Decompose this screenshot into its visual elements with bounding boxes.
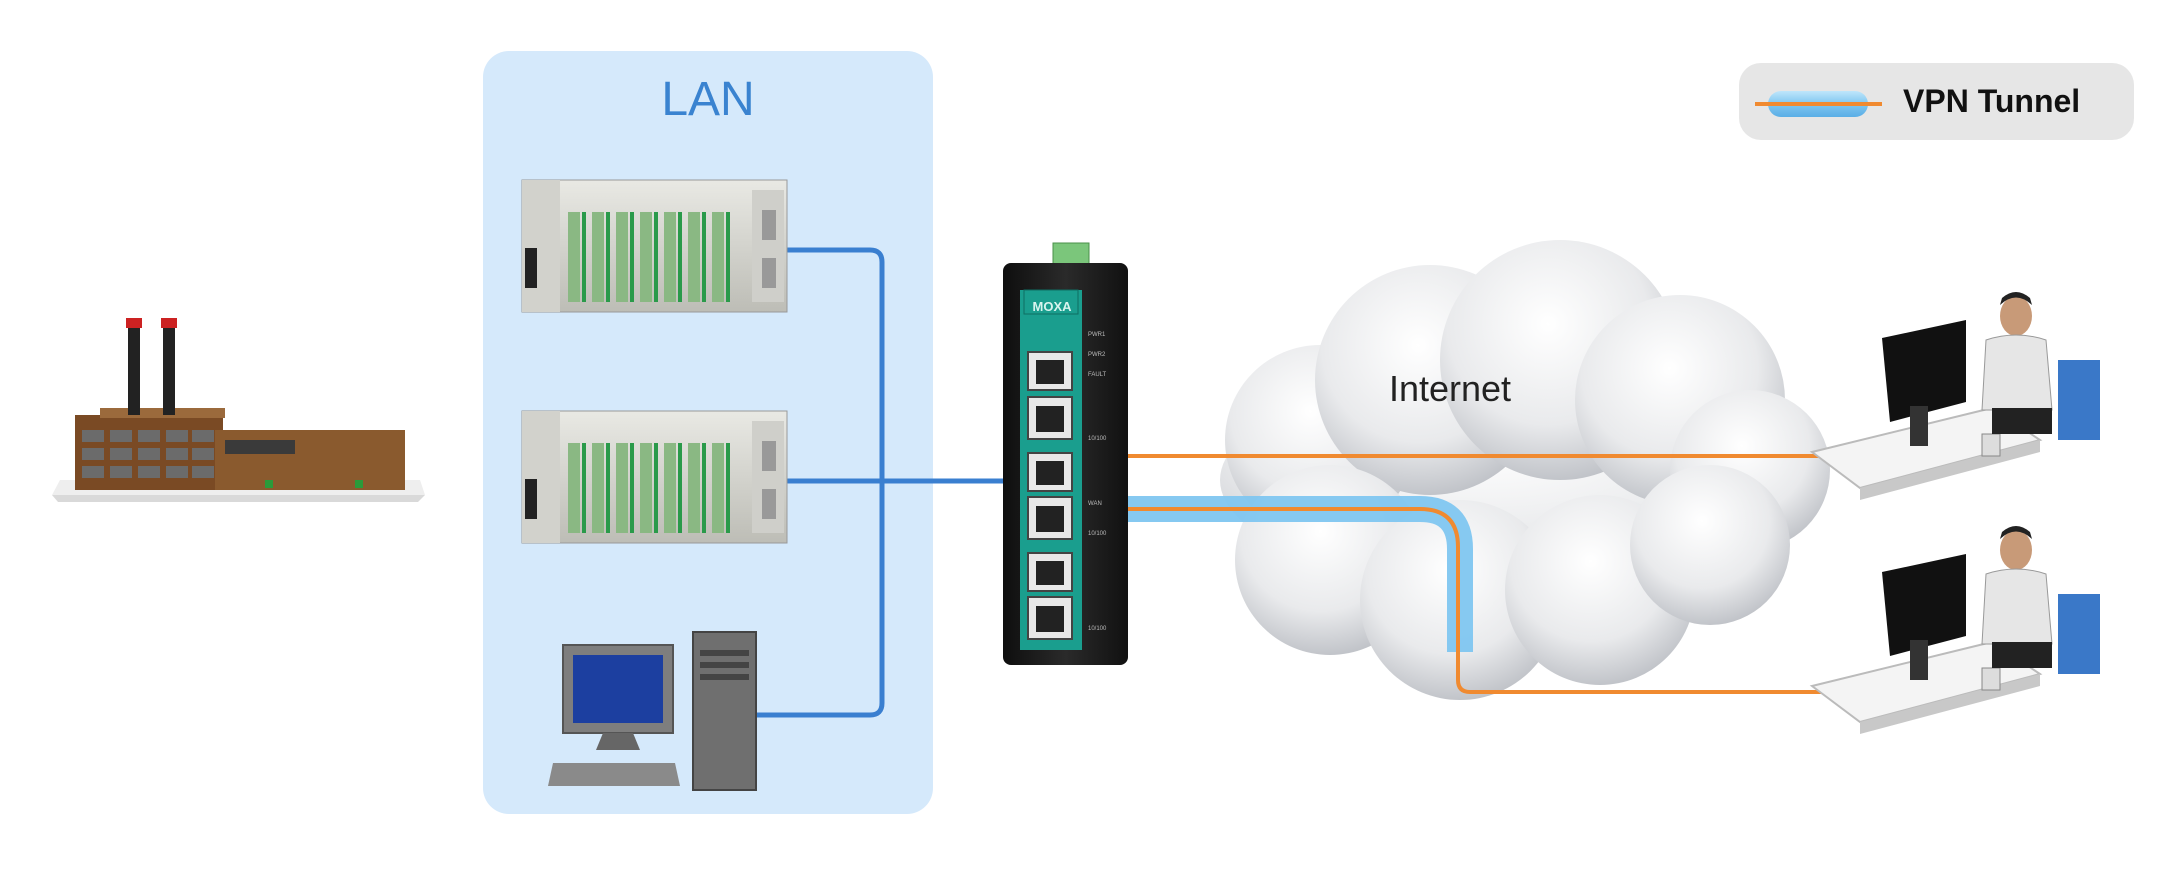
factory-icon — [52, 318, 425, 502]
legend — [1739, 63, 2134, 140]
router-port-label: 10/100 — [1088, 531, 1107, 537]
io-module-icon — [521, 410, 788, 544]
remote-operator-icon — [1809, 292, 2100, 500]
cloud-icon — [1220, 240, 1830, 700]
remote-operator-icon — [1809, 526, 2100, 734]
legend-label: VPN Tunnel — [1903, 83, 2081, 119]
lan-links — [754, 247, 1006, 718]
router-port-label: PWR1 — [1088, 332, 1106, 338]
router-port-label: 10/100 — [1088, 626, 1107, 632]
desktop-computer-icon — [548, 631, 757, 791]
router-brand-label: MOXA — [1032, 299, 1072, 314]
io-module-icon — [521, 179, 788, 313]
vpn-tunnel-2 — [1128, 496, 1850, 694]
router-port-label: PWR2 — [1088, 352, 1106, 358]
router-port-label: WAN — [1088, 501, 1102, 507]
industrial-router-icon — [1003, 242, 1128, 665]
internet-label: Internet — [1388, 368, 1512, 409]
lan-title: LAN — [661, 73, 755, 126]
router-port-label: FAULT — [1088, 372, 1107, 378]
router-port-label: 10/100 — [1088, 436, 1107, 442]
